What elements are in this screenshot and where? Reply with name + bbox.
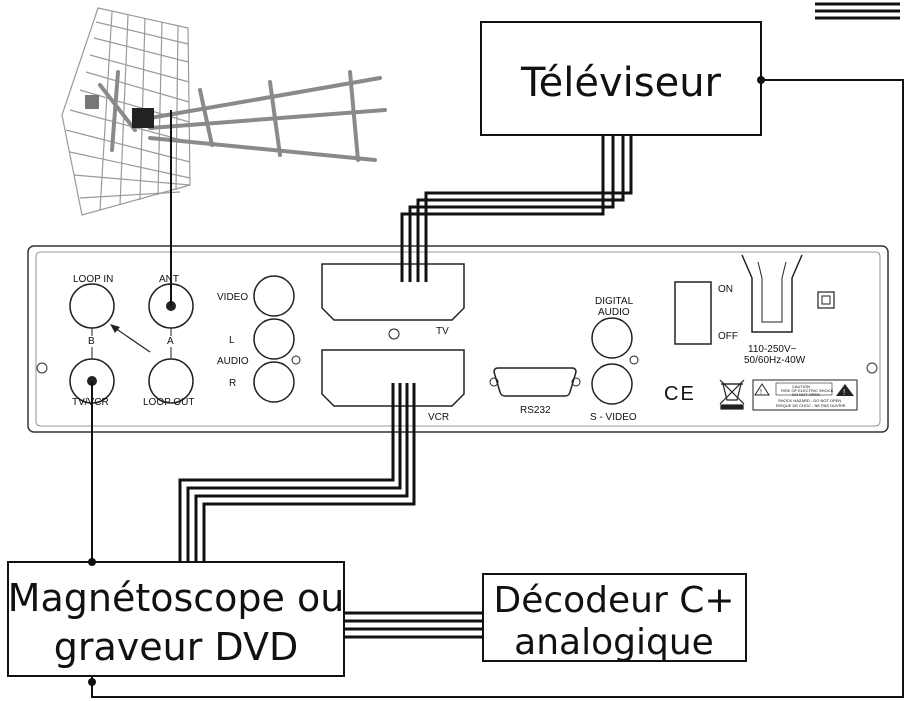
a-label: A: [167, 336, 174, 347]
digital-label: DIGITAL: [595, 296, 634, 307]
rs232-connector: [493, 367, 577, 397]
digital-audio-label: AUDIO: [598, 307, 630, 318]
decoder-box: [482, 573, 747, 662]
power-inlet: [741, 254, 803, 333]
video-jack: [253, 275, 295, 317]
ground-symbol: [817, 291, 835, 309]
l-label: L: [229, 335, 235, 346]
loop-in-label: LOOP IN: [73, 274, 113, 285]
s-video-jack: [591, 363, 633, 405]
svg-text:!: !: [760, 389, 762, 396]
on-label: ON: [718, 284, 733, 295]
video-label: VIDEO: [217, 292, 248, 303]
tv-box: [480, 21, 762, 136]
receiver-rear-panel: LOOP IN ANT B A TV/VCR LOOP OUT VIDEO L …: [27, 245, 889, 433]
b-label: B: [88, 336, 95, 347]
audio-r-jack: [253, 361, 295, 403]
scart-vcr-label: VCR: [428, 412, 449, 423]
s-video-label: S - VIDEO: [590, 412, 637, 423]
warning-icon: [836, 384, 854, 396]
scart-cable-tv: [400, 135, 633, 282]
scart-tv-connector: [321, 263, 465, 321]
caution-line2: DO NOT OPEN: [792, 392, 820, 397]
scart-tv-label: TV: [436, 326, 449, 337]
loop-arrow: [111, 325, 151, 353]
caution-title: CAUTION: [792, 384, 810, 389]
scart-vcr-connector: [321, 349, 465, 407]
decoder-cable: [344, 611, 483, 639]
scart-cable-vcr: [178, 383, 416, 562]
power-rating-line1: 110-250V~: [748, 344, 797, 355]
decoder-box-label-line1: Décodeur C+: [493, 580, 734, 621]
off-label: OFF: [718, 331, 738, 342]
caution-label: ! CAUTION RISK OF ELECTRIC SHOCK DO NOT …: [752, 379, 858, 411]
caution-line1: RISK OF ELECTRIC SHOCK: [781, 388, 834, 393]
caution-line4: RISQUE DE CHOC - NE PAS OUVRIR: [776, 403, 846, 408]
menu-icon: [815, 2, 900, 20]
vcr-box-label-line2: graveur DVD: [54, 625, 299, 669]
tv-box-label: Téléviseur: [520, 60, 722, 106]
audio-label: AUDIO: [217, 356, 249, 367]
recycle-bin-icon: [719, 379, 745, 410]
tv-vcr-label: TV/VCR: [72, 397, 109, 408]
digital-audio-jack: [591, 317, 633, 359]
ant-label: ANT: [159, 274, 179, 285]
power-rating-line2: 50/60Hz-40W: [744, 355, 806, 366]
antenna-illustration: [61, 7, 387, 216]
power-switch: [674, 281, 712, 345]
rf-cable-tv-loop: [91, 79, 904, 698]
rs232-label: RS232: [520, 405, 551, 416]
svg-text:!: !: [843, 388, 845, 397]
vcr-box: [7, 561, 345, 677]
vcr-box-label-line1: Magnétoscope ou: [8, 576, 345, 620]
loop-out-label: LOOP OUT: [143, 397, 195, 408]
caution-line3: SHOCK HAZARD - DO NOT OPEN: [778, 398, 841, 403]
decoder-box-label-line2: analogique: [514, 622, 714, 663]
r-label: R: [229, 378, 236, 389]
audio-l-jack: [253, 318, 295, 360]
ce-mark: CE: [664, 383, 696, 405]
